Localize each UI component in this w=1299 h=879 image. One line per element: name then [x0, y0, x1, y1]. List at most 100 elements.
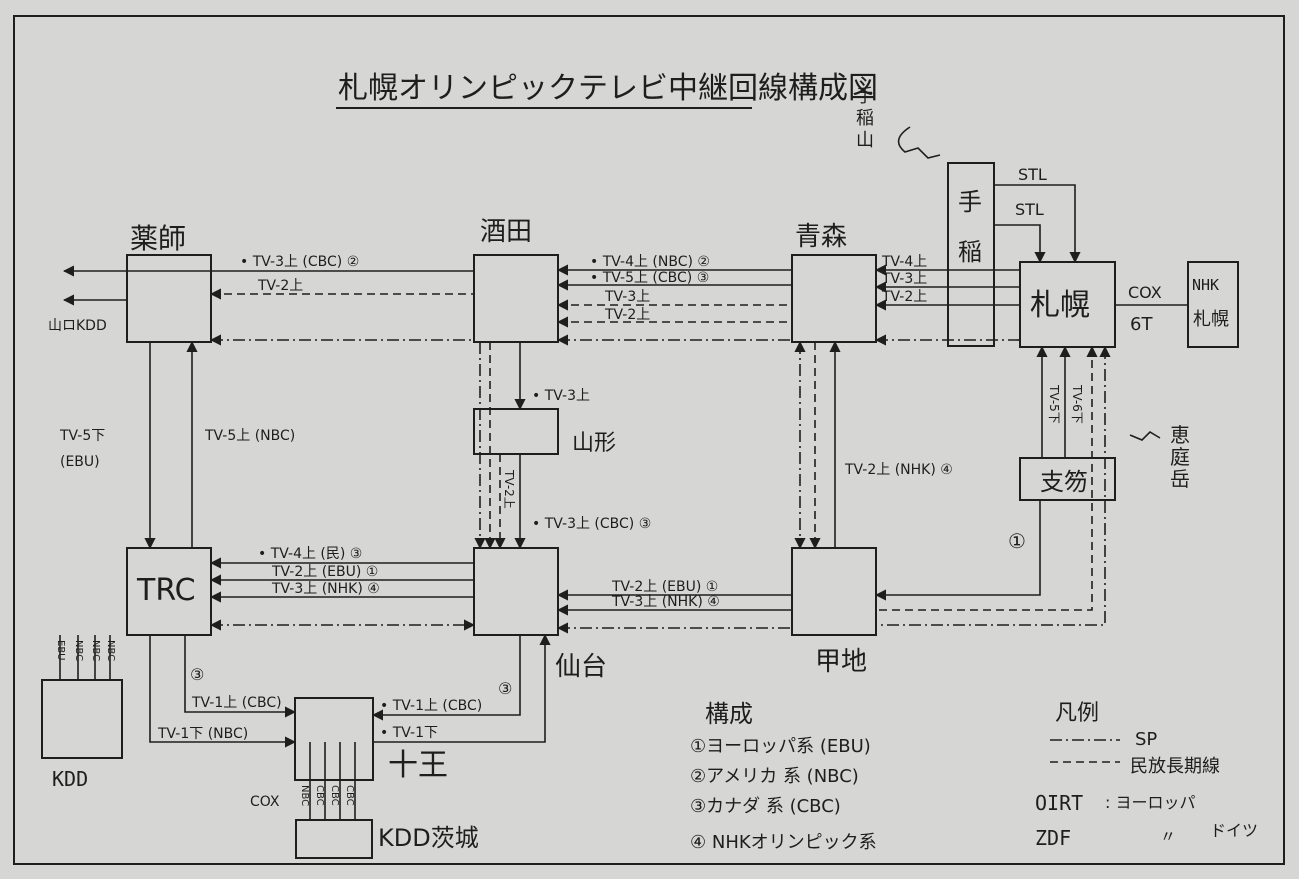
label-nhk-sapporo-a: NHK: [1192, 276, 1219, 294]
label-cox-bottom: COX: [250, 794, 280, 810]
box-teine: [947, 162, 995, 347]
label-tv5-nbc: TV-5上 (NBC): [204, 428, 295, 444]
box-kochi: [791, 547, 877, 636]
box-sakata: [473, 254, 559, 343]
legend-sp-label: SP: [1135, 729, 1157, 750]
label-tv1-right: • TV-1下: [380, 725, 438, 741]
label-k-tv3-nhk: TV-3上 (NHK) ④: [611, 594, 720, 610]
legend-composition-heading: 構成: [705, 700, 753, 728]
label-s-tv5-cbc: • TV-5上 (CBC) ③: [590, 270, 709, 286]
label-tv1-nbc-left: TV-1下 (NBC): [157, 726, 248, 742]
label-yama-kdd: 山ロKDD: [48, 318, 107, 334]
legend-oirt-desc: : ヨーロッパ: [1105, 793, 1195, 812]
legend-item-3: ③カナダ 系 (CBC): [690, 796, 841, 817]
label-circle-1: ①: [1008, 529, 1026, 553]
legend-item-1: ①ヨーロッパ系 (EBU): [690, 736, 871, 757]
label-stl-2: STL: [1015, 200, 1044, 219]
label-teineyama-c: 山: [856, 130, 874, 151]
juo-col-0: NBC: [299, 785, 310, 806]
box-kdd: [41, 679, 123, 759]
label-aomori: 青森: [795, 222, 847, 252]
connection-lines: [59, 126, 1188, 820]
legend-item-2: ②アメリカ 系 (NBC): [690, 766, 859, 787]
label-kochi-tv2-nhk: TV-2上 (NHK) ④: [844, 462, 953, 478]
label-sakata-down: TV-2上: [502, 469, 516, 509]
label-stl-1: STL: [1018, 165, 1047, 184]
label-y-tv2: TV-2上: [257, 278, 303, 294]
box-aomori: [791, 254, 877, 343]
label-s-tv3: TV-3上: [604, 289, 650, 305]
label-a-tv3: TV-3上: [881, 271, 927, 287]
label-teine2: 稲: [958, 238, 982, 266]
label-tv1-cbc-right: • TV-1上 (CBC): [380, 698, 482, 714]
legend-key: 凡例 SP 民放長期線 OIRT : ヨーロッパ ZDF 〃 ドイツ: [1035, 701, 1258, 850]
label-cox-top: COX: [1128, 283, 1162, 302]
box-kdd-ibaraki: [295, 819, 373, 859]
label-trc: TRC: [136, 573, 196, 608]
juo-column-labels: NBC CBC CBC CBC: [299, 785, 355, 806]
label-a-tv4: TV-4上: [881, 254, 927, 270]
label-tv1-cbc-left: TV-1上 (CBC): [191, 695, 282, 711]
juo-col-2: CBC: [329, 785, 340, 806]
label-shikotsu: 支笏: [1040, 468, 1088, 496]
label-circle-3a: ③: [190, 665, 204, 684]
label-sapporo: 札幌: [1030, 288, 1090, 323]
label-yamagata: 山形: [572, 431, 616, 456]
label-circle-3b: ③: [498, 679, 512, 698]
label-y-tv3-cbc: • TV-3上 (CBC) ②: [240, 254, 359, 270]
label-sakata: 酒田: [480, 217, 532, 247]
kdd-column-labels: EBU NBC NBC NBC: [55, 640, 116, 661]
label-s-tv2: TV-2上: [604, 307, 650, 323]
label-cox-6t: 6T: [1130, 314, 1153, 335]
label-kdd: KDD: [52, 767, 88, 791]
label-teine: 手: [958, 188, 982, 216]
label-tv5-ebu-a: TV-5下: [59, 428, 105, 444]
label-juo: 十王: [388, 748, 448, 783]
label-kochi: 甲地: [815, 647, 867, 677]
legend-zdf-desc: 〃: [1160, 827, 1176, 846]
box-juo: [294, 697, 374, 781]
label-eniwadake-a: 恵: [1170, 423, 1190, 447]
legend-item-4: ④ NHKオリンピック系: [690, 832, 877, 853]
label-yg-tv3: • TV-3上: [532, 388, 590, 404]
label-teineyama-a: 手: [856, 86, 874, 107]
label-teineyama-b: 稲: [856, 108, 874, 129]
label-trc-tv2-ebu: TV-2上 (EBU) ①: [271, 564, 378, 580]
box-shikotsu: [1019, 457, 1116, 501]
label-eniwadake-b: 庭: [1170, 445, 1190, 469]
kdd-col-2: NBC: [90, 640, 101, 661]
label-kdd-ibaraki: KDD茨城: [378, 824, 479, 852]
juo-col-3: CBC: [344, 785, 355, 806]
box-sendai: [473, 547, 559, 636]
legend-composition: 構成 ①ヨーロッパ系 (EBU) ②アメリカ 系 (NBC) ③カナダ 系 (C…: [690, 700, 877, 853]
label-yakushi: 薬師: [130, 222, 186, 255]
label-nhk-sapporo-b: 札幌: [1193, 309, 1229, 330]
label-s-tv4-nbc: • TV-4上 (NBC) ②: [590, 254, 710, 270]
kdd-col-0: EBU: [55, 640, 66, 661]
juo-col-1: CBC: [314, 785, 325, 806]
box-yakushi: [126, 254, 212, 343]
label-k-tv2-ebu: TV-2上 (EBU) ①: [611, 579, 718, 595]
outer-frame: [13, 15, 1285, 865]
label-sap-tv5: TV-5下: [1047, 384, 1061, 424]
box-yamagata: [473, 408, 559, 455]
legend-long-label: 民放長期線: [1130, 756, 1220, 777]
kdd-col-3: NBC: [105, 640, 116, 661]
box-nhk-sapporo: [1187, 261, 1239, 348]
kdd-col-1: NBC: [73, 640, 84, 661]
label-tv5-ebu-b: (EBU): [60, 454, 100, 470]
diagram-title: 札幌オリンピックテレビ中継回線構成図: [338, 71, 878, 106]
label-sendai-tv3-cbc: • TV-3上 (CBC) ③: [532, 516, 651, 532]
label-a-tv2: TV-2上: [881, 289, 927, 305]
legend-key-heading: 凡例: [1055, 701, 1099, 726]
label-sap-tv6: TV-6下: [1070, 384, 1084, 424]
legend-oirt-code: OIRT: [1035, 791, 1083, 815]
label-eniwadake-c: 岳: [1170, 467, 1190, 491]
legend-zdf-code: ZDF: [1035, 826, 1071, 850]
legend-zdf-desc2: ドイツ: [1210, 821, 1258, 840]
label-trc-tv4: • TV-4上 (民) ③: [258, 546, 362, 562]
label-sendai: 仙台: [555, 652, 607, 682]
label-trc-tv3-nhk: TV-3上 (NHK) ④: [271, 581, 380, 597]
